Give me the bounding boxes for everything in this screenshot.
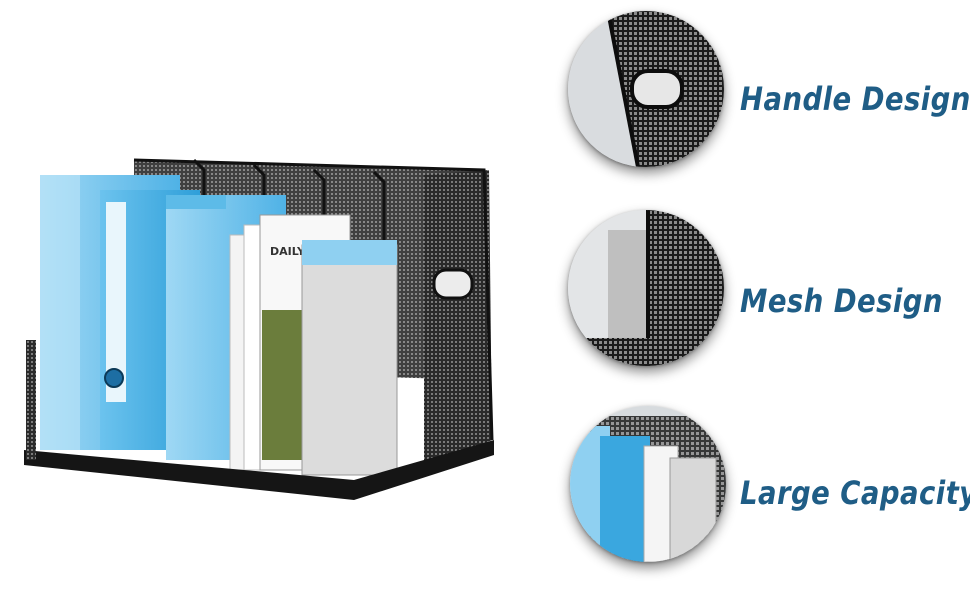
feature-label-capacity: Large Capacity: [740, 474, 970, 512]
product-photo: DAILY FOOD JO: [24, 158, 494, 500]
feature-label-handle: Handle Design: [740, 80, 970, 118]
side-handle: [432, 268, 474, 300]
book-spine-1: [229, 234, 245, 471]
handle-design-closeup: [568, 11, 724, 167]
large-capacity-closeup: [570, 406, 726, 562]
spiral-notebook: [301, 244, 398, 476]
feature-label-mesh: Mesh Design: [740, 282, 943, 320]
mesh-design-closeup: [568, 210, 724, 366]
organizer-base: [24, 440, 494, 500]
book-spine-2: [243, 224, 261, 471]
mesh-side-panel: [424, 170, 492, 470]
